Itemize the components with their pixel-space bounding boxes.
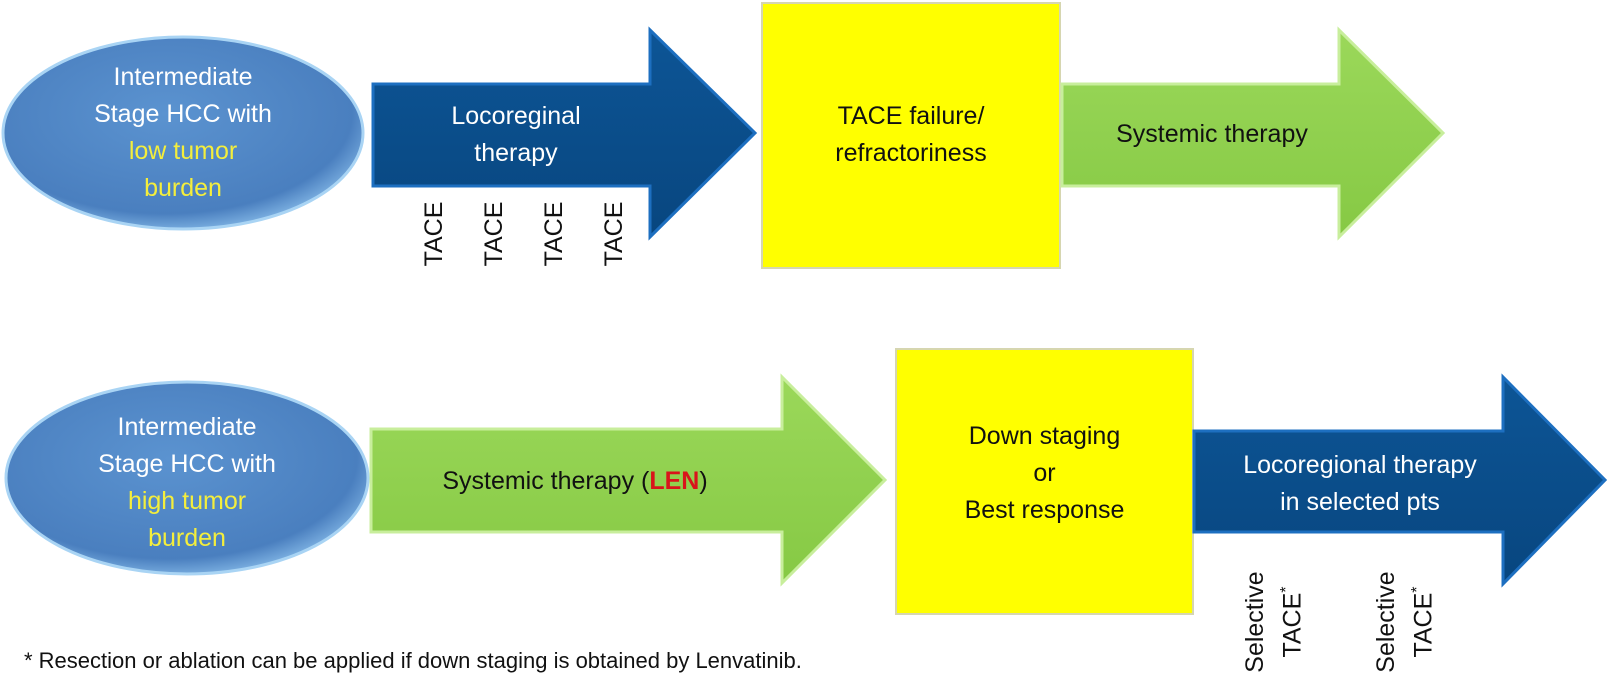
ellipse-high-line1: Intermediate bbox=[117, 413, 257, 441]
stage-ellipse-low-text: Intermediate Stage HCC with low tumor bu… bbox=[53, 59, 313, 207]
stage-ellipse-high bbox=[4, 380, 370, 576]
response-line1: Down staging bbox=[968, 422, 1121, 450]
footnote: * Resection or ablation can be applied i… bbox=[24, 648, 802, 673]
stage-ellipse-high-text: Intermediate Stage HCC with high tumor b… bbox=[57, 409, 317, 557]
tace-label-4: TACE bbox=[600, 201, 628, 267]
locoregional-bottom-line1: Locoregional therapy bbox=[1243, 451, 1477, 479]
selective-2-line1: Selective bbox=[1372, 571, 1400, 673]
tace-label-1: TACE bbox=[420, 201, 448, 267]
ellipse-low-line3: low tumor bbox=[128, 137, 238, 165]
tace-failure-line1: TACE failure/ bbox=[837, 102, 985, 130]
len-drug-label: LEN bbox=[649, 467, 700, 495]
response-line2: or bbox=[1033, 459, 1056, 487]
locoregional-arrow-bottom-text: Locoregional therapy in selected pts bbox=[1210, 447, 1510, 521]
selective-2-asterisk: * bbox=[1409, 586, 1426, 593]
selective-2-line2: TACE* bbox=[1409, 586, 1438, 658]
selective-1-asterisk: * bbox=[1278, 586, 1295, 593]
ellipse-low-line2: Stage HCC with bbox=[94, 100, 272, 128]
systemic-len-suffix: ) bbox=[699, 467, 708, 495]
systemic-len-text: Systemic therapy (LEN) bbox=[400, 463, 750, 500]
selective-1-line1: Selective bbox=[1241, 571, 1269, 673]
ellipse-high-line3: high tumor bbox=[127, 487, 247, 515]
ellipse-low-line1: Intermediate bbox=[113, 63, 253, 91]
tace-failure-line2: refractoriness bbox=[835, 139, 987, 167]
locoregional-bottom-line2: in selected pts bbox=[1280, 488, 1440, 516]
response-box-text: Down staging or Best response bbox=[896, 418, 1193, 529]
stage-ellipse-low bbox=[1, 35, 365, 231]
selective-1-line2: TACE* bbox=[1278, 586, 1307, 658]
systemic-arrow-top-text: Systemic therapy bbox=[1062, 116, 1362, 153]
ellipse-high-line4: burden bbox=[148, 524, 226, 552]
systemic-arrow-top bbox=[1060, 26, 1446, 241]
response-line3: Best response bbox=[964, 496, 1125, 524]
systemic-top-label: Systemic therapy bbox=[1116, 120, 1308, 148]
locoregional-arrow-top bbox=[371, 26, 758, 241]
systemic-len-arrow bbox=[369, 373, 888, 587]
ellipse-low-line4: burden bbox=[144, 174, 222, 202]
tace-failure-text: TACE failure/ refractoriness bbox=[762, 98, 1060, 172]
locoregional-arrow-top-text: Locoreginal therapy bbox=[406, 98, 626, 172]
tace-label-3: TACE bbox=[540, 201, 568, 267]
tace-label-2: TACE bbox=[480, 201, 508, 267]
tace-failure-box bbox=[761, 2, 1061, 269]
selective-tace-label-2: Selective TACE* bbox=[1370, 557, 1437, 687]
locoregional-top-line1: Locoreginal bbox=[451, 102, 581, 130]
selective-tace-label-1: Selective TACE* bbox=[1239, 557, 1306, 687]
ellipse-high-line2: Stage HCC with bbox=[98, 450, 276, 478]
response-box bbox=[895, 348, 1194, 615]
locoregional-top-line2: therapy bbox=[474, 139, 558, 167]
systemic-len-prefix: Systemic therapy ( bbox=[442, 467, 650, 495]
locoregional-arrow-bottom bbox=[1192, 373, 1607, 588]
